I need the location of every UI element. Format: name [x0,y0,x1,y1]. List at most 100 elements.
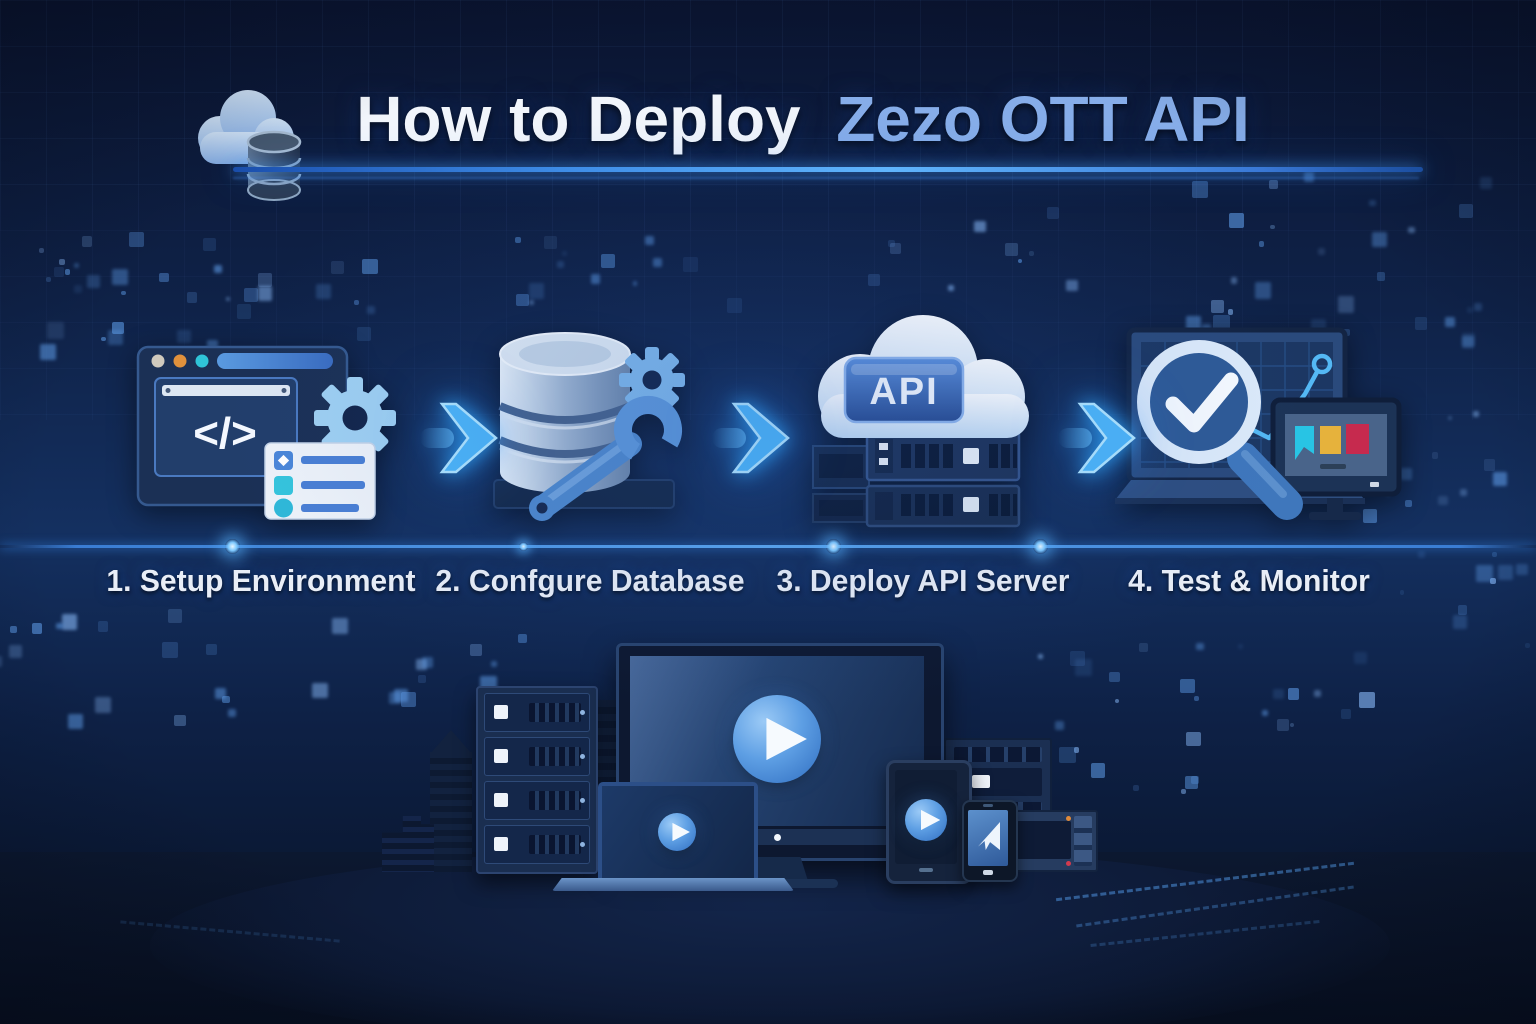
pixel-square [361,258,378,275]
pixel-square [59,259,66,266]
pixel-square [1059,746,1077,764]
pixel-square [1462,335,1475,349]
pixel-square [1273,688,1284,700]
pixel-square [1227,309,1234,315]
checklist-icon [264,442,376,520]
divider-glow-node [826,539,841,554]
laptop-base [552,878,794,891]
rack-slats [529,747,581,766]
pixel-square [1255,282,1272,299]
pixel-square [45,277,51,283]
pixel-square [111,269,129,286]
rack-slats [529,703,581,722]
laptop-screen [598,782,758,883]
nas-vent-row [954,747,1042,762]
pixel-square [56,622,63,630]
pixel-square [1268,179,1279,189]
pixel-square [40,343,57,361]
pixel-square [38,247,44,253]
pixel-square [726,297,742,313]
pixel-square [68,714,83,729]
pixel-square [1337,296,1355,313]
pixel-square [1459,488,1468,497]
flow-arrow-icon [1058,402,1136,474]
pixel-square [469,644,482,657]
pixel-square [112,321,125,334]
phone-speaker [983,804,993,807]
rack-led [494,749,508,763]
phone-screen [968,810,1008,866]
media-box-orange-led [1066,816,1071,821]
code-glyph: </> [193,409,257,458]
pixel-square [645,236,654,245]
media-box-icon [1006,810,1098,872]
code-window-gear-checklist-icon: </> [136,345,396,520]
pixel-square [121,290,127,296]
pixel-square [1238,644,1244,649]
pixel-square [258,273,272,287]
pixel-square [1138,643,1149,653]
pixel-square [128,232,144,248]
pixel-square [65,269,71,275]
pixel-square [528,283,544,299]
rack-unit [484,693,590,732]
pixel-square [1418,551,1426,559]
pixel-square [9,645,23,658]
pixel-square [528,300,534,305]
flow-arrow-icon [420,402,498,474]
pixel-square [1018,259,1023,264]
pixel-square [202,238,216,252]
step-label-2: 2. Confgure Database [435,563,745,598]
rack-led [494,705,508,719]
pixel-square [1261,709,1268,716]
pixel-square [518,634,527,643]
pixel-square [1115,698,1120,703]
pixel-square [1341,709,1351,719]
pixel-square [401,691,417,707]
pixel-square [632,281,638,286]
pixel-square [1525,643,1531,649]
pixel-square [1467,307,1473,314]
pixel-square [1483,459,1495,471]
pixel-square [556,260,565,268]
pixel-square [1492,552,1497,557]
pixel-square [236,304,252,319]
pixel-square [890,243,902,255]
pixel-square [1452,614,1467,630]
laptop-chart-magnifier-icon [1115,327,1402,520]
pixel-square [422,656,434,668]
nas-led [972,775,990,788]
pixel-square [591,274,601,284]
play-button-icon [905,799,947,841]
pixel-square [54,266,65,278]
pixel-square [1313,689,1321,697]
pixel-square [1132,784,1140,792]
pixel-square [1376,272,1386,281]
rack-dot [580,754,585,759]
pixel-square [315,284,331,300]
flow-arrow-icon [712,402,790,474]
pixel-square [214,688,226,699]
pixel-square [1459,203,1474,218]
pixel-square [1479,176,1493,190]
pixel-square [1047,207,1059,219]
pixel-square [311,682,328,699]
pixel-square [1270,224,1275,230]
pixel-square [1005,243,1019,256]
pixel-square [46,322,64,340]
paper-plane-icon [978,822,1000,850]
pixel-square [868,273,881,287]
pixel-square [94,697,112,714]
pixel-square [31,623,43,634]
pixel-square [491,660,498,667]
pixel-square [516,293,529,307]
pixel-square [1438,495,1448,506]
server-rack-rows-icon [812,430,1021,528]
pixel-square [1090,762,1106,778]
title-blue-part: Zezo OTT API [836,83,1250,155]
cloud-api-servers-icon: API [812,315,1029,528]
media-box-fins [1074,816,1092,866]
pixel-square [1289,723,1294,728]
pixel-square [1194,696,1199,702]
amber-square [1320,426,1341,454]
